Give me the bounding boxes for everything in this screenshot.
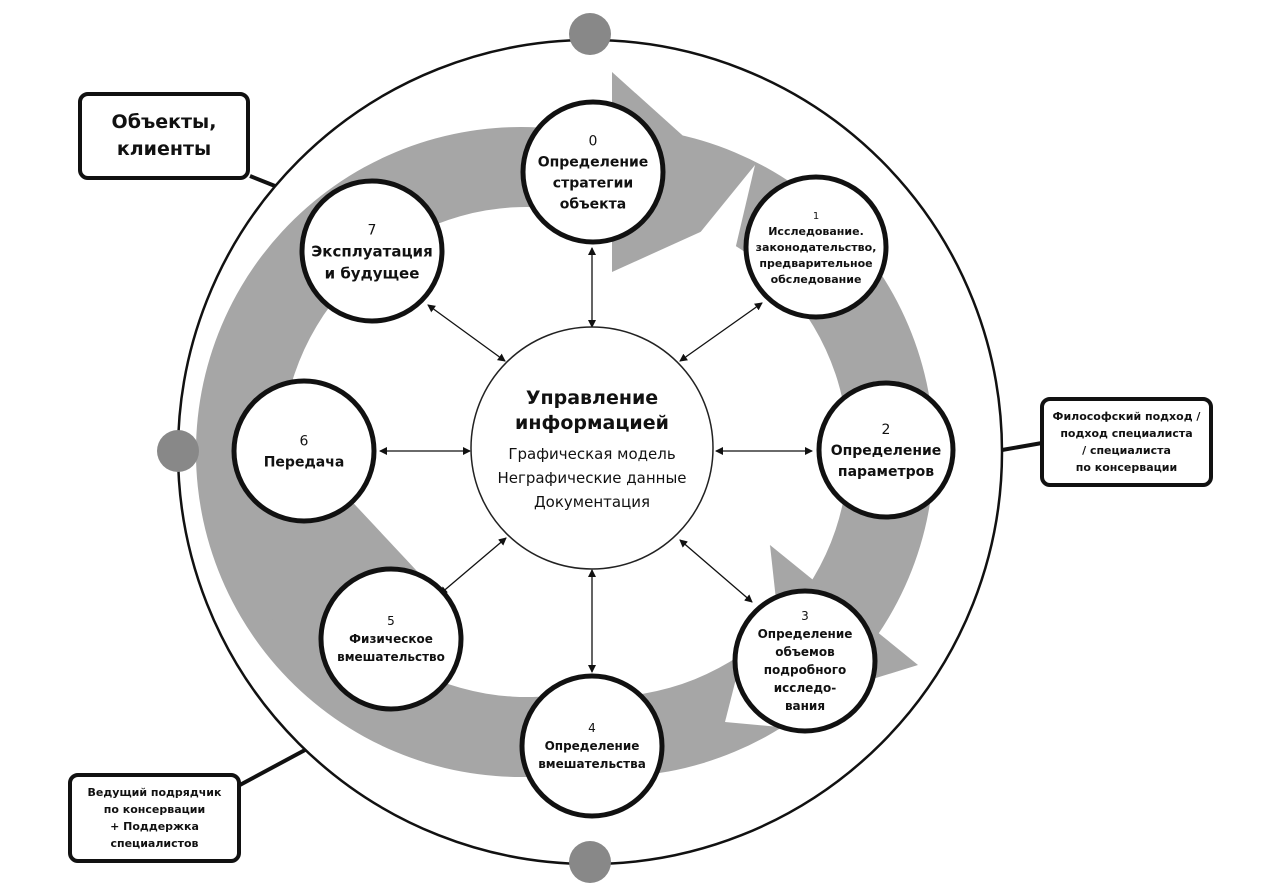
approach-box: Философский подход / подход специалиста … <box>1040 397 1213 487</box>
stage-number: 0 <box>589 133 598 149</box>
center-circle <box>470 326 714 570</box>
stage-label-line: подробного <box>764 663 847 677</box>
clients-line-1: Объекты, <box>111 111 217 133</box>
stage-number: 3 <box>801 609 809 623</box>
stage-label-line: Исследование. <box>768 225 864 238</box>
contractor-line-3: + Поддержка <box>110 820 199 833</box>
connector-arrows <box>379 247 813 673</box>
stage-label-line: обследование <box>771 273 862 286</box>
connector-7 <box>427 304 506 362</box>
approach-line-4: по консервации <box>1075 461 1178 474</box>
center-title-line: информацией <box>515 412 669 434</box>
stage-circle <box>732 588 878 734</box>
stage-label-line: стратегии <box>553 175 633 191</box>
stage-label-line: вания <box>785 699 825 713</box>
stage-label-line: предварительное <box>759 257 872 270</box>
connector-5 <box>439 537 507 595</box>
stage-label-line: объекта <box>560 196 626 212</box>
stage-label-line: исследо- <box>774 681 836 695</box>
cycle-arrow-notch-right <box>690 165 755 250</box>
stage-label-line: Определение <box>538 154 649 170</box>
ring-dot-top <box>569 13 611 55</box>
leader-top-left <box>249 174 276 188</box>
approach-line-1: Философский подход / <box>1052 410 1201 423</box>
stage-number: 5 <box>387 614 395 628</box>
connector-3 <box>679 539 753 603</box>
stage-number: 2 <box>882 422 891 438</box>
stage-label-line: и будущее <box>325 264 420 282</box>
stage-label-line: законодательство, <box>756 241 877 254</box>
stage-label-line: вмешательство <box>337 650 445 664</box>
stage-circle <box>299 178 445 324</box>
ring-dot-bottom <box>569 841 611 883</box>
stage-label-line: Физическое <box>349 632 433 646</box>
clients-box: Объекты, клиенты <box>78 92 250 180</box>
stage-label-line: Эксплуатация <box>311 242 432 260</box>
center-item: Документация <box>534 493 650 511</box>
center-title-line: Управление <box>526 387 658 409</box>
stage-circle <box>743 174 889 320</box>
stage-label-line: Определение <box>545 739 640 753</box>
stage-circle <box>520 99 666 245</box>
cycle-arrowhead-top <box>612 72 760 272</box>
stage-number: 7 <box>368 222 377 238</box>
approach-line-2: подход специалиста <box>1060 427 1193 440</box>
stage-label-line: Передача <box>264 454 345 470</box>
contractor-box: Ведущий подрядчик по консервации + Подде… <box>68 773 241 863</box>
ring-dot-left <box>157 430 199 472</box>
stage-number: 6 <box>300 433 309 449</box>
leader-right <box>1001 441 1043 452</box>
clients-line-2: клиенты <box>116 138 212 160</box>
center-item: Графическая модель <box>508 445 675 463</box>
connector-1 <box>679 302 763 362</box>
stage-label-line: Определение <box>831 443 942 459</box>
stage-label-line: объемов <box>775 645 835 659</box>
center-item: Неграфические данные <box>497 469 686 487</box>
stage-circle <box>816 380 956 520</box>
stage-label-line: параметров <box>838 464 934 480</box>
stage-number: 4 <box>588 721 596 735</box>
stage-circle <box>231 378 377 524</box>
stage-circle <box>519 673 665 819</box>
leader-bottom-left <box>237 748 306 788</box>
contractor-line-2: по консервации <box>103 803 206 816</box>
approach-line-3: / специалиста <box>1082 444 1171 457</box>
stage-number: 1 <box>813 211 819 222</box>
stage-circle <box>318 566 464 712</box>
contractor-line-4: специалистов <box>110 837 199 850</box>
contractor-line-1: Ведущий подрядчик <box>87 786 222 799</box>
stage-label-line: Определение <box>758 627 853 641</box>
stage-label-line: вмешательства <box>538 757 646 771</box>
